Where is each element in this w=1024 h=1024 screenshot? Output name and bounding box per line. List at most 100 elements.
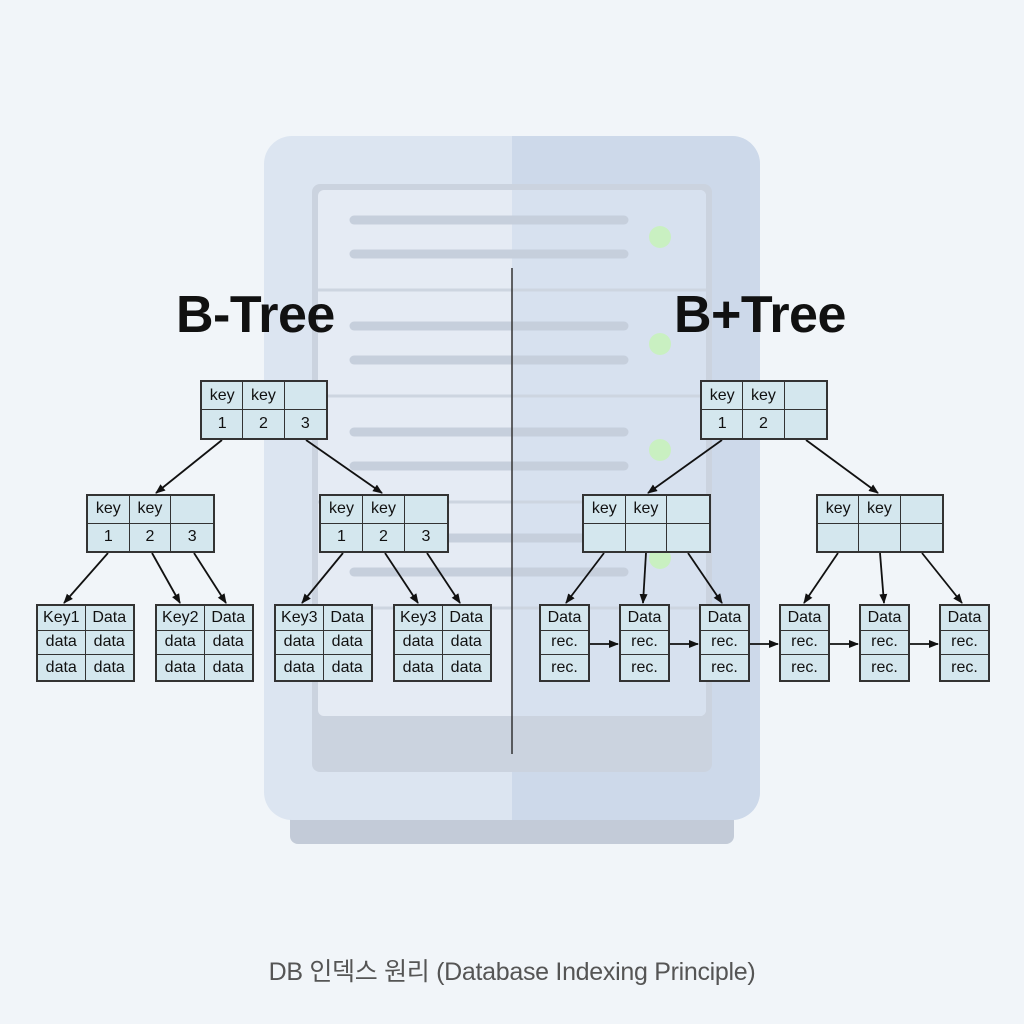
node-cell: 2 (129, 523, 172, 551)
node-cell: Data (861, 606, 908, 631)
edge-btree-root-left (155, 439, 223, 494)
node-cell: data (442, 630, 490, 656)
node-cell: data (85, 655, 133, 680)
node-cell (818, 523, 860, 551)
node-cell: Data (781, 606, 828, 631)
node-cell (625, 523, 668, 551)
caption: DB 인덱스 원리 (Database Indexing Principle) (268, 958, 756, 986)
node-cell: data (157, 655, 205, 680)
node-cell: data (323, 655, 371, 680)
edge-btree-root-right (305, 439, 383, 494)
edge-btree-left-leaf2a (151, 552, 181, 604)
edge-btree-left-leaf2b (193, 552, 227, 604)
node-cell (584, 523, 626, 551)
node-cell: key (818, 496, 860, 524)
node-cell: Data (701, 606, 748, 631)
edge-btree-left-leaf1 (63, 552, 109, 604)
node-cell: rec. (701, 655, 748, 680)
edge-bplus-left-leaf3 (687, 552, 723, 604)
node-cell: 3 (405, 523, 447, 551)
node-cell: rec. (861, 630, 908, 656)
node-cell: data (323, 630, 371, 656)
node-cell: rec. (941, 630, 988, 656)
node-cell: data (395, 655, 443, 680)
node-cell: key (321, 496, 363, 524)
bplus-title: B+Tree (674, 286, 846, 344)
node-cell: rec. (541, 655, 588, 680)
node-cell (405, 496, 447, 524)
node-cell (784, 410, 826, 438)
node-cell: Key1 (38, 606, 86, 631)
node-cell: 3 (171, 523, 213, 551)
node-cell: key (202, 382, 244, 410)
node-cell: rec. (541, 630, 588, 656)
node-cell: rec. (941, 655, 988, 680)
node-cell: 2 (363, 523, 405, 551)
node-cell: key (363, 496, 405, 524)
edge-btree-right-leaf4b (426, 552, 461, 604)
node-cell: key (743, 382, 785, 410)
node-cell: rec. (861, 655, 908, 680)
edge-bplus-root-right (805, 439, 879, 494)
node-cell: data (38, 630, 86, 656)
edge-btree-right-leaf4a (384, 552, 419, 604)
node-cell: Data (541, 606, 588, 631)
node-cell: Data (442, 606, 490, 631)
node-cell: rec. (781, 655, 828, 680)
node-cell: 3 (284, 410, 326, 438)
node-cell: Data (323, 606, 371, 631)
node-cell: rec. (621, 655, 668, 680)
node-cell: Data (941, 606, 988, 631)
btree-title: B-Tree (176, 286, 335, 344)
edge-bplus-root-left (647, 439, 723, 494)
node-cell (284, 382, 326, 410)
node-cell (859, 523, 901, 551)
node-cell: 2 (743, 410, 785, 438)
node-cell: Data (85, 606, 133, 631)
edge-bplus-right-leaf4 (803, 552, 839, 604)
node-cell: 2 (243, 410, 285, 438)
node-cell: key (88, 496, 130, 524)
node-cell: rec. (621, 630, 668, 656)
node-cell: key (243, 382, 285, 410)
node-cell: Data (204, 606, 252, 631)
node-cell (667, 523, 709, 551)
edge-bplus-right-leaf6 (921, 552, 963, 604)
node-cell: data (276, 630, 324, 656)
node-cell (900, 496, 942, 524)
node-cell: data (204, 655, 252, 680)
node-cell: 1 (202, 410, 244, 438)
edge-btree-right-leaf3 (301, 552, 344, 604)
node-cell: key (702, 382, 744, 410)
node-cell: data (442, 655, 490, 680)
node-cell: key (129, 496, 172, 524)
node-cell: data (38, 655, 86, 680)
node-cell (784, 382, 826, 410)
edge-bplus-right-leaf5 (879, 552, 888, 604)
edge-bplus-left-leaf2 (639, 552, 648, 604)
node-cell: data (85, 630, 133, 656)
node-cell: Data (621, 606, 668, 631)
edge-bplus-left-leaf1 (565, 552, 605, 604)
node-cell: key (584, 496, 626, 524)
node-cell: Key3 (276, 606, 324, 631)
node-cell (171, 496, 213, 524)
node-cell (667, 496, 709, 524)
node-cell: Key2 (157, 606, 205, 631)
